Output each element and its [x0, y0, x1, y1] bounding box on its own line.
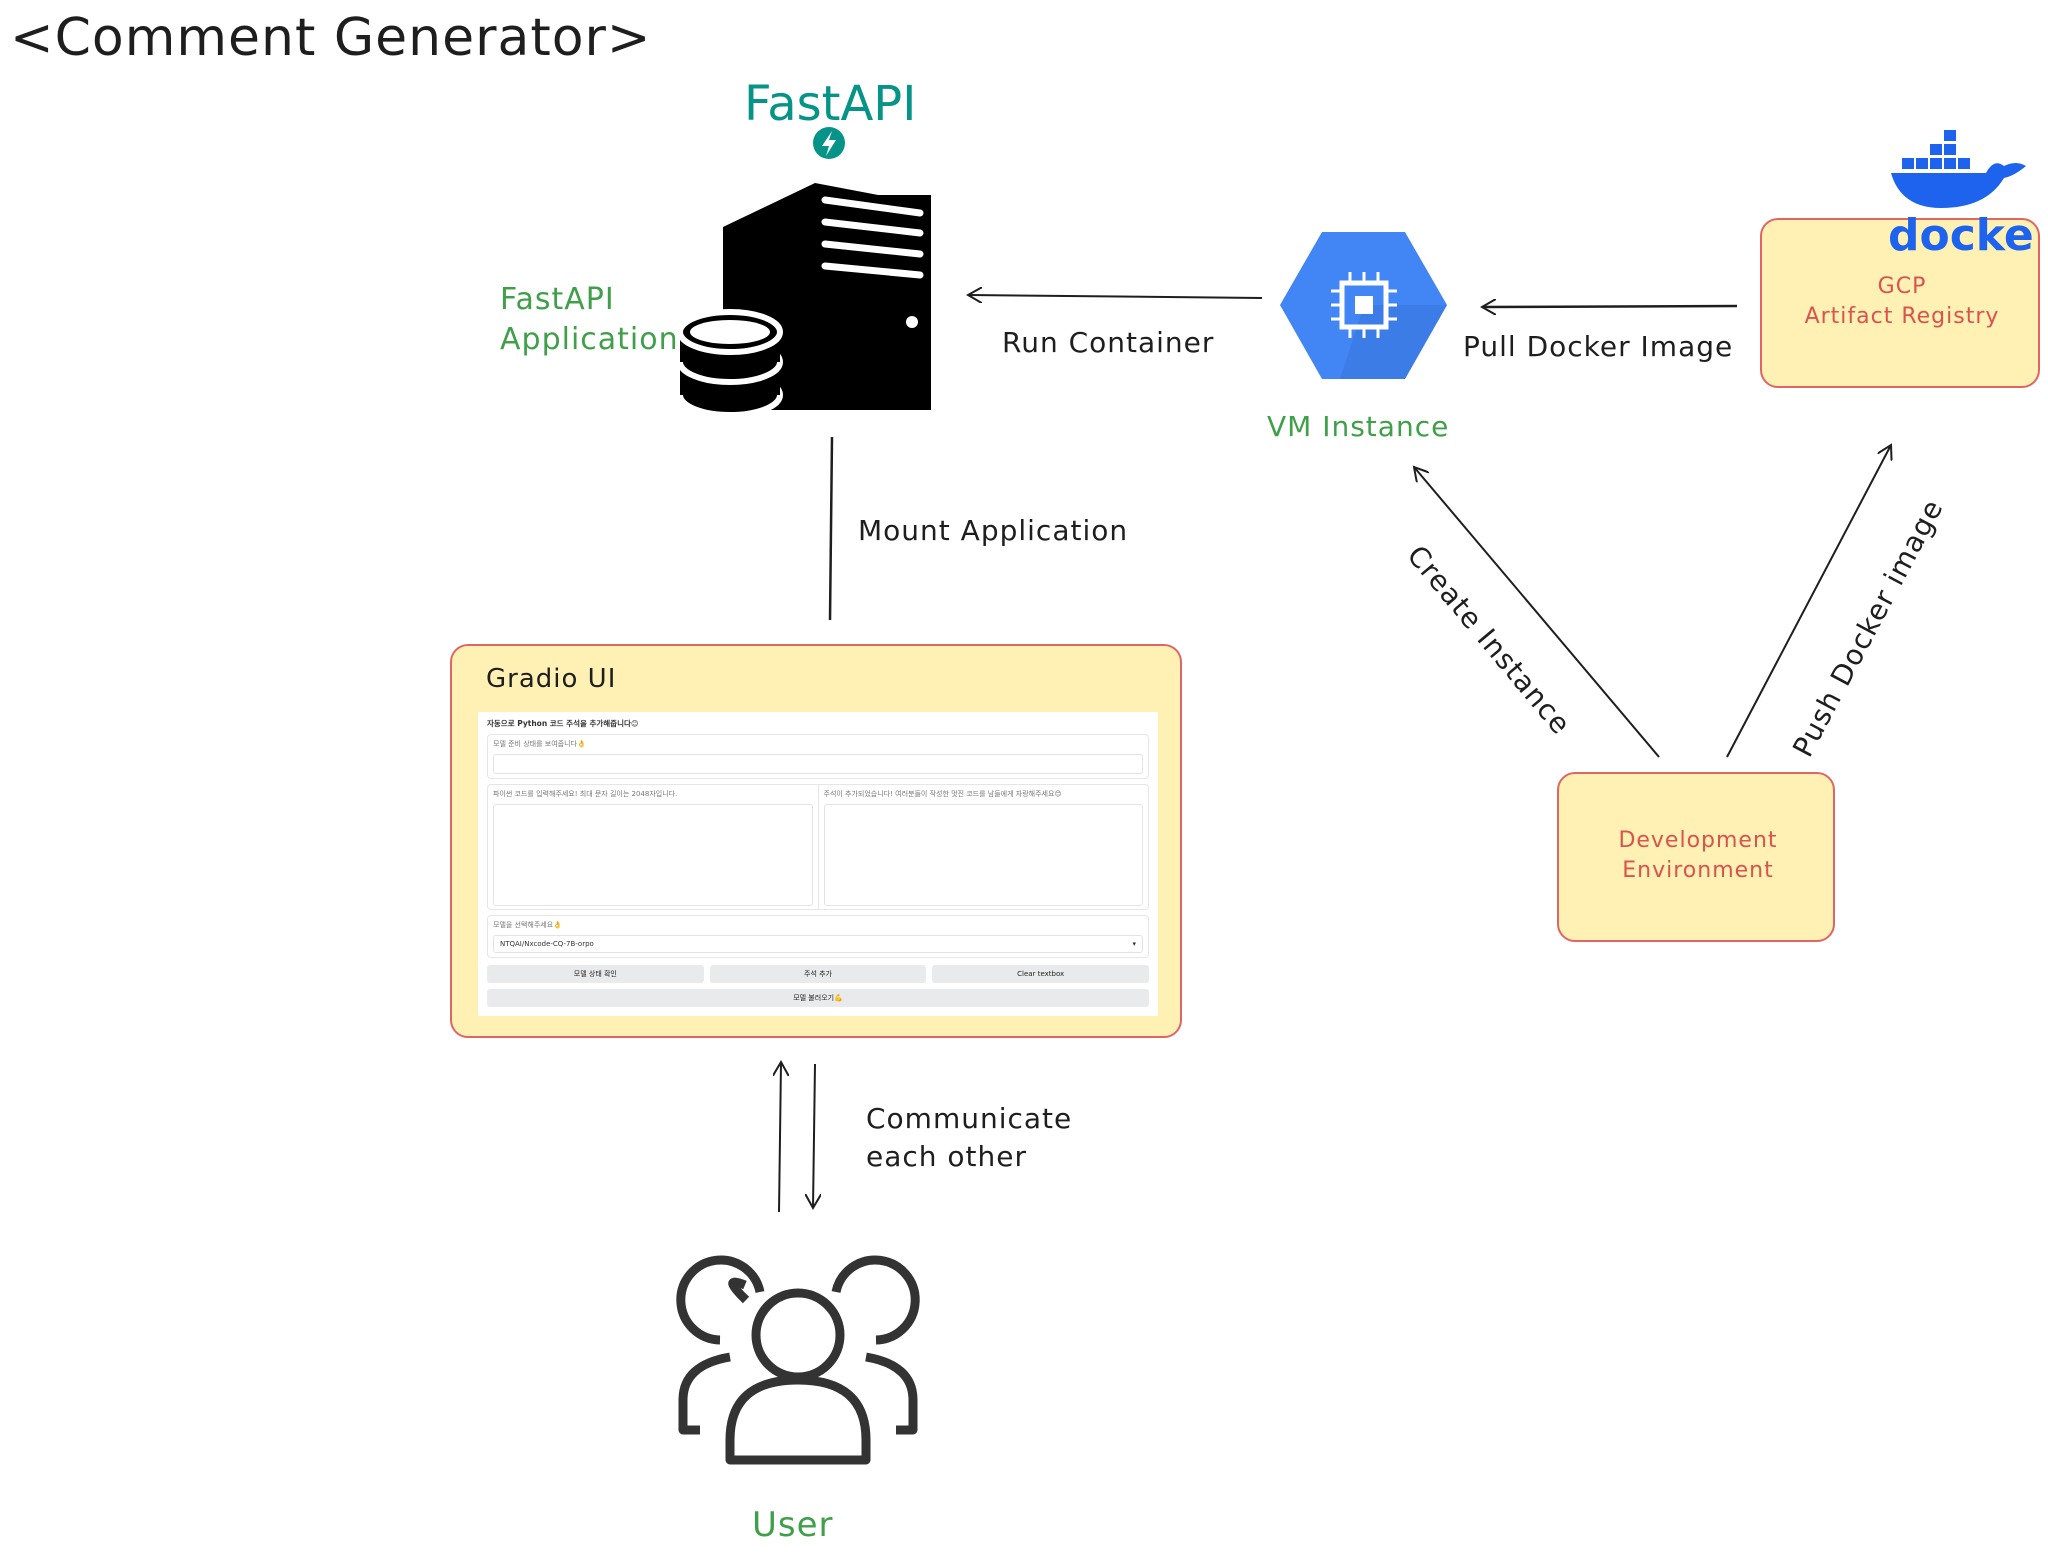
output-code-label: 주석이 추가되었습니다! 여러분들이 작성한 멋진 코드를 남들에게 자랑해주세… — [823, 790, 1062, 798]
status-block: 모델 준비 상태를 보여줍니다👌 — [487, 734, 1149, 779]
artifact-registry-label: Artifact Registry — [1804, 304, 2000, 329]
communicate-line2: each other — [866, 1140, 1028, 1173]
status-textbox[interactable] — [493, 754, 1143, 774]
code-io-block: 파이썬 코드를 입력해주세요! 최대 문자 길이는 2048자입니다. 주석이 … — [487, 784, 1149, 910]
run-container-arrow — [968, 295, 1263, 298]
fastapi-logo-text: FastAPI — [744, 76, 917, 132]
docker-logo: docker — [1886, 128, 2048, 261]
gcp-compute-engine-icon — [1280, 232, 1447, 379]
status-label: 모델 준비 상태를 보여줍니다👌 — [493, 740, 586, 748]
fastapi-application-line2: Application — [500, 322, 679, 357]
development-label: Development — [1618, 828, 1778, 853]
pull-docker-image-arrow — [1482, 306, 1738, 307]
model-select-label: 모델을 선택해주세요👌 — [493, 921, 562, 929]
input-code-label: 파이썬 코드를 입력해주세요! 최대 문자 길이는 2048자입니다. — [493, 790, 678, 798]
output-code-textarea[interactable] — [823, 804, 1143, 906]
add-comment-button[interactable]: 주석 추가 — [709, 965, 927, 983]
communicate-label: Communicate each other — [866, 1100, 1072, 1176]
check-model-status-button[interactable]: 모델 상태 확인 — [487, 965, 704, 983]
create-instance-arrow — [1414, 467, 1660, 758]
model-dropdown-value: NTQAI/Nxcode-CQ-7B-orpo — [500, 940, 594, 948]
docker-whale-icon: docker — [1888, 130, 2048, 261]
mount-application-label: Mount Application — [858, 514, 1129, 547]
communicate-down-arrow — [813, 1063, 815, 1208]
communicate-line1: Communicate — [866, 1102, 1073, 1135]
gradio-app-screenshot: 자동으로 Python 코드 주석을 추가해줍니다😊 모델 준비 상태를 보여줍… — [478, 712, 1158, 1016]
svg-text:docker: docker — [1888, 210, 2036, 258]
communicate-up-arrow — [779, 1062, 781, 1213]
diagram-title: <Comment Generator> — [10, 8, 652, 68]
fastapi-application-line1: FastAPI — [500, 282, 615, 317]
push-docker-image-arrow — [1726, 445, 1891, 758]
gradio-heading: 자동으로 Python 코드 주석을 추가해줍니다😊 — [487, 719, 639, 728]
clear-textbox-button[interactable]: Clear textbox — [932, 965, 1150, 983]
mount-application-line — [828, 436, 834, 621]
lightning-bolt-icon — [813, 127, 845, 159]
model-dropdown[interactable]: NTQAI/Nxcode-CQ-7B-orpo ▾ — [493, 935, 1143, 953]
server-database-icon — [677, 183, 931, 418]
development-environment-box: Development Environment — [1557, 772, 1835, 942]
gcp-artifact-registry-box: GCP Artifact Registry — [1760, 218, 2040, 388]
model-select-block: 모델을 선택해주세요👌 NTQAI/Nxcode-CQ-7B-orpo ▾ — [487, 915, 1149, 958]
load-model-button[interactable]: 모델 불러오기💪 — [487, 989, 1149, 1007]
users-group-icon — [676, 1255, 920, 1465]
gradio-ui-label: Gradio UI — [486, 664, 617, 694]
fastapi-application-label: FastAPI Application — [500, 280, 679, 360]
gcp-label: GCP — [1877, 274, 1927, 299]
environment-label: Environment — [1622, 858, 1774, 883]
pull-docker-image-label: Pull Docker Image — [1463, 330, 1734, 363]
user-label: User — [752, 1505, 834, 1545]
vm-instance-label: VM Instance — [1267, 410, 1450, 443]
run-container-label: Run Container — [1002, 326, 1215, 359]
chevron-down-icon: ▾ — [1132, 940, 1136, 948]
input-code-textarea[interactable] — [493, 804, 813, 906]
